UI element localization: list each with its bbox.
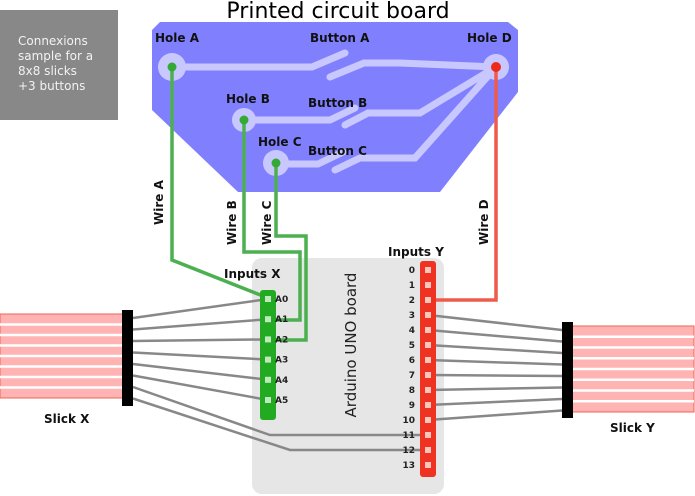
inputs-y-pin-label: 6	[409, 356, 415, 366]
inputs-y-pin-hole	[425, 267, 431, 273]
inputs-x-pin-label: A0	[275, 295, 288, 305]
note-line-2: sample for a	[18, 49, 93, 63]
inputs-y-pin-label: 10	[402, 416, 415, 426]
slick-y	[571, 325, 695, 413]
hole-a-label: Hole A	[155, 31, 200, 45]
slick-y-wire	[427, 386, 563, 392]
slick-y-wire	[427, 328, 563, 343]
slick-y-wire	[427, 343, 563, 355]
inputs-x-pin-hole	[265, 356, 271, 363]
inputs-y-pin-label: 8	[409, 386, 415, 396]
button-b-label: Button B	[308, 96, 367, 110]
slick-y-wire	[427, 373, 563, 378]
inputs-y-pin-hole	[425, 297, 431, 303]
gray-wires	[132, 297, 563, 452]
inputs-y-pin-label: 2	[409, 296, 415, 306]
inputs-y-pin-hole	[425, 342, 431, 348]
inputs-y-pin-hole	[425, 282, 431, 288]
inputs-y-pin-label: 3	[409, 311, 415, 321]
inputs-x-pin-label: A4	[275, 376, 288, 386]
hole-d-label: Hole D	[467, 31, 512, 45]
wire-b	[242, 120, 302, 322]
inputs-y-pin-label: 12	[402, 446, 415, 456]
inputs-y-pin-label: 11	[402, 431, 415, 441]
inputs-x-pin-label: A3	[275, 356, 288, 366]
inputs-y-pin-label: 9	[409, 401, 415, 411]
slick-x-wire	[132, 351, 269, 361]
slick-x-label: Slick X	[44, 412, 90, 426]
slick-y-connector	[562, 322, 573, 418]
inputs-x-pin-hole	[265, 316, 271, 323]
inputs-x-pin-label: A2	[275, 335, 288, 345]
inputs-x-pin-hole	[265, 336, 271, 343]
wire-c-label: Wire C	[260, 200, 274, 245]
slick-y-wire	[427, 358, 563, 366]
inputs-y-pin-hole	[425, 432, 431, 438]
inputs-y-pin-hole	[425, 447, 431, 453]
inputs-y-pin-label: 0	[409, 266, 415, 276]
inputs-y-label: Inputs Y	[388, 245, 444, 259]
wire-a	[170, 67, 269, 300]
inputs-y-pin-hole	[425, 387, 431, 393]
slick-y-wire	[427, 313, 563, 332]
note-box	[0, 10, 118, 120]
slick-y-wire	[427, 397, 563, 407]
inputs-y-pin-hole	[425, 417, 431, 423]
note-line-1: Connexions	[18, 34, 88, 48]
inputs-x-pin-hole	[265, 376, 271, 383]
inputs-y-pin-hole	[425, 462, 431, 468]
slick-x-wire	[132, 338, 269, 343]
pcb-traces	[168, 49, 500, 174]
arduino-board-label: Arduino UNO board	[342, 273, 360, 418]
hole-a-dot	[167, 62, 177, 72]
inputs-x-pin-label: A1	[275, 315, 288, 325]
inputs-x-header	[260, 290, 276, 420]
wire-d-label: Wire D	[477, 199, 491, 245]
slick-x	[0, 313, 125, 399]
hole-c-dot	[271, 158, 281, 168]
inputs-y-pin-label: 7	[409, 371, 415, 381]
button-a-label: Button A	[310, 31, 370, 45]
inputs-y-pin-label: 13	[402, 461, 415, 471]
note-line-3: 8x8 slicks	[18, 64, 77, 78]
inputs-y-pin-hole	[425, 372, 431, 378]
inputs-y-pin-hole	[425, 357, 431, 363]
hole-b-dot	[239, 115, 249, 125]
slick-x-wire	[132, 297, 269, 320]
inputs-y-pin-label: 4	[409, 326, 415, 336]
slick-y-wire	[427, 409, 563, 422]
inputs-x-pin-hole	[265, 397, 271, 403]
inputs-x-pin-label: A5	[275, 396, 288, 406]
note-line-4: +3 buttons	[18, 79, 85, 93]
hole-c-label: Hole C	[258, 135, 302, 149]
slick-x-wire	[132, 317, 269, 331]
slick-x-wire	[132, 362, 269, 382]
inputs-x-pin-hole	[265, 296, 271, 302]
wire-b-label: Wire B	[225, 200, 239, 245]
slick-x-wire	[132, 397, 428, 452]
inputs-y-pin-hole	[425, 327, 431, 333]
hole-b-label: Hole B	[226, 92, 270, 106]
button-c-label: Button C	[308, 144, 367, 158]
inputs-y-pin-label: 1	[409, 281, 415, 291]
wire-d	[428, 67, 498, 302]
slick-x-wire	[132, 374, 269, 402]
inputs-y-header	[420, 261, 436, 477]
green-wires	[170, 67, 308, 342]
pcb-title: Printed circuit board	[226, 0, 449, 24]
inputs-y-pin-label: 5	[409, 341, 415, 351]
inputs-x-label: Inputs X	[224, 267, 281, 281]
wire-c	[268, 163, 308, 342]
inputs-y-pin-hole	[425, 312, 431, 318]
hole-d-dot	[491, 62, 501, 72]
wire-a-label: Wire A	[152, 179, 166, 225]
slick-y-label: Slick Y	[610, 421, 655, 435]
slick-x-wire	[132, 385, 428, 437]
inputs-y-pin-hole	[425, 402, 431, 408]
slick-x-connector	[122, 310, 133, 406]
